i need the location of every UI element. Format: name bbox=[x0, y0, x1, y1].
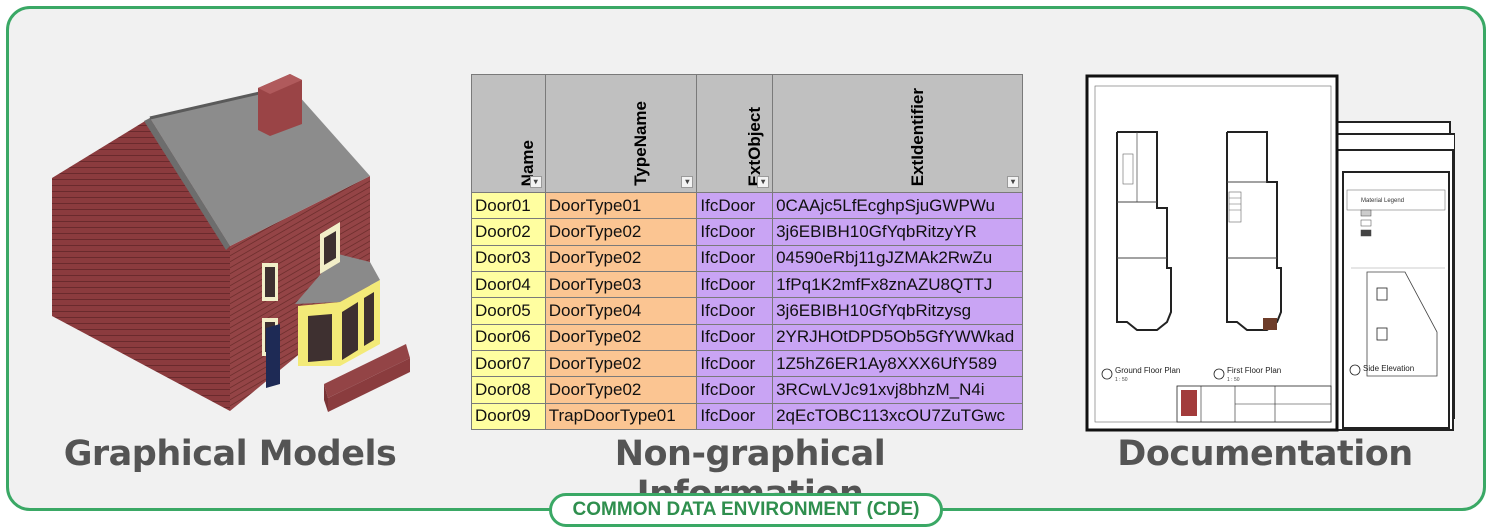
filter-dropdown-icon[interactable]: ▾ bbox=[529, 176, 542, 188]
cell-extobject[interactable]: IfcDoor bbox=[696, 244, 774, 272]
cell-name[interactable]: Door02 bbox=[471, 218, 546, 246]
side-elevation-sheet: Material Legend Side Elevation bbox=[1346, 189, 1446, 377]
ground-floor-scale: 1 : 50 bbox=[1115, 377, 1128, 383]
cell-extobject[interactable]: IfcDoor bbox=[696, 270, 774, 299]
cell-typename[interactable]: DoorType04 bbox=[544, 297, 698, 325]
ground-floor-label: Ground Floor Plan bbox=[1115, 366, 1180, 375]
cell-name[interactable]: Door08 bbox=[471, 376, 546, 404]
cell-extobject[interactable]: IfcDoor bbox=[696, 323, 774, 351]
cell-extidentifier[interactable]: 3j6EBIBH10GfYqbRitzysg bbox=[772, 297, 1023, 325]
cell-typename[interactable]: TrapDoorType01 bbox=[544, 402, 698, 431]
cell-name[interactable]: Door06 bbox=[471, 323, 546, 351]
cell-extidentifier[interactable]: 2qEcTOBC113xcOU7ZuTGwc bbox=[772, 402, 1023, 431]
filter-dropdown-icon[interactable]: ▾ bbox=[757, 176, 770, 188]
cell-extidentifier[interactable]: 1fPq1K2mfFx8znAZU8QTTJ bbox=[772, 270, 1023, 299]
column-header-extidentifier[interactable]: ExtIdentifier ▾ bbox=[772, 74, 1023, 193]
column-header-label: ExtObject bbox=[744, 106, 764, 186]
cell-name[interactable]: Door04 bbox=[471, 270, 546, 299]
table-row: Door07 DoorType02 IfcDoor 1Z5hZ6ER1Ay8XX… bbox=[471, 349, 1023, 378]
cell-typename[interactable]: DoorType01 bbox=[544, 191, 698, 220]
house-model-illustration bbox=[52, 74, 410, 412]
floor-plan-sheet: Ground Floor Plan 1 : 50 First Floor Pla… bbox=[1085, 74, 1339, 432]
graphical-models-caption: Graphical Models bbox=[63, 434, 397, 474]
cell-extidentifier[interactable]: 1Z5hZ6ER1Ay8XXX6UfY589 bbox=[772, 349, 1023, 378]
table-row: Door06 DoorType02 IfcDoor 2YRJHOtDPD5Ob5… bbox=[471, 323, 1023, 351]
column-header-extobject[interactable]: ExtObject ▾ bbox=[696, 74, 774, 193]
cell-extobject[interactable]: IfcDoor bbox=[696, 376, 774, 404]
column-header-label: TypeName bbox=[631, 101, 651, 186]
cell-typename[interactable]: DoorType02 bbox=[544, 376, 698, 404]
documentation-caption: Documentation bbox=[1117, 434, 1413, 474]
table-row: Door09 TrapDoorType01 IfcDoor 2qEcTOBC11… bbox=[471, 402, 1023, 431]
non-graphical-table: Name ▾ TypeName ▾ ExtObject ▾ ExtIdentif… bbox=[471, 74, 1023, 431]
drawing-sheet-stack bbox=[1309, 121, 1455, 431]
cell-extobject[interactable]: IfcDoor bbox=[696, 191, 774, 220]
cell-extidentifier[interactable]: 3RCwLVJc91xvj8bhzM_N4i bbox=[772, 376, 1023, 404]
cell-extidentifier[interactable]: 04590eRbj11gJZMAk2RwZu bbox=[772, 244, 1023, 272]
table-row: Door08 DoorType02 IfcDoor 3RCwLVJc91xvj8… bbox=[471, 376, 1023, 404]
cell-typename[interactable]: DoorType02 bbox=[544, 349, 698, 378]
table-row: Door03 DoorType02 IfcDoor 04590eRbj11gJZ… bbox=[471, 244, 1023, 272]
cell-name[interactable]: Door03 bbox=[471, 244, 546, 272]
cell-typename[interactable]: DoorType02 bbox=[544, 323, 698, 351]
cell-extidentifier[interactable]: 0CAAjc5LfEcghpSjuGWPWu bbox=[772, 191, 1023, 220]
first-floor-scale: 1 : 50 bbox=[1227, 377, 1240, 383]
first-floor-label: First Floor Plan bbox=[1227, 366, 1281, 375]
cell-extobject[interactable]: IfcDoor bbox=[696, 218, 774, 246]
cell-name[interactable]: Door05 bbox=[471, 297, 546, 325]
cde-label: COMMON DATA ENVIRONMENT (CDE) bbox=[549, 493, 943, 527]
table-row: Door05 DoorType04 IfcDoor 3j6EBIBH10GfYq… bbox=[471, 297, 1023, 325]
cell-name[interactable]: Door01 bbox=[471, 191, 546, 220]
cell-typename[interactable]: DoorType02 bbox=[544, 244, 698, 272]
documentation-drawings: Material Legend Side Elevation Ground Fl… bbox=[1085, 74, 1455, 432]
table-row: Door02 DoorType02 IfcDoor 3j6EBIBH10GfYq… bbox=[471, 218, 1023, 246]
cell-extobject[interactable]: IfcDoor bbox=[696, 402, 774, 431]
cell-extobject[interactable]: IfcDoor bbox=[696, 297, 774, 325]
cell-extidentifier[interactable]: 2YRJHOtDPD5Ob5GfYWWkad bbox=[772, 323, 1023, 351]
cell-typename[interactable]: DoorType03 bbox=[544, 270, 698, 299]
table-row: Door04 DoorType03 IfcDoor 1fPq1K2mfFx8zn… bbox=[471, 270, 1023, 299]
cell-extidentifier[interactable]: 3j6EBIBH10GfYqbRitzyYR bbox=[772, 218, 1023, 246]
side-elevation-label: Side Elevation bbox=[1363, 364, 1414, 373]
cell-extobject[interactable]: IfcDoor bbox=[696, 349, 774, 378]
column-header-label: ExtIdentifier bbox=[907, 87, 927, 186]
cell-typename[interactable]: DoorType02 bbox=[544, 218, 698, 246]
table-header-row: Name ▾ TypeName ▾ ExtObject ▾ ExtIdentif… bbox=[471, 74, 1023, 193]
filter-dropdown-icon[interactable]: ▾ bbox=[681, 176, 694, 188]
column-header-typename[interactable]: TypeName ▾ bbox=[544, 74, 698, 193]
cell-name[interactable]: Door07 bbox=[471, 349, 546, 378]
legend-title: Material Legend bbox=[1361, 198, 1404, 204]
cell-name[interactable]: Door09 bbox=[471, 402, 546, 431]
column-header-name[interactable]: Name ▾ bbox=[471, 74, 546, 193]
filter-dropdown-icon[interactable]: ▾ bbox=[1007, 176, 1019, 188]
table-row: Door01 DoorType01 IfcDoor 0CAAjc5LfEcghp… bbox=[471, 191, 1023, 220]
